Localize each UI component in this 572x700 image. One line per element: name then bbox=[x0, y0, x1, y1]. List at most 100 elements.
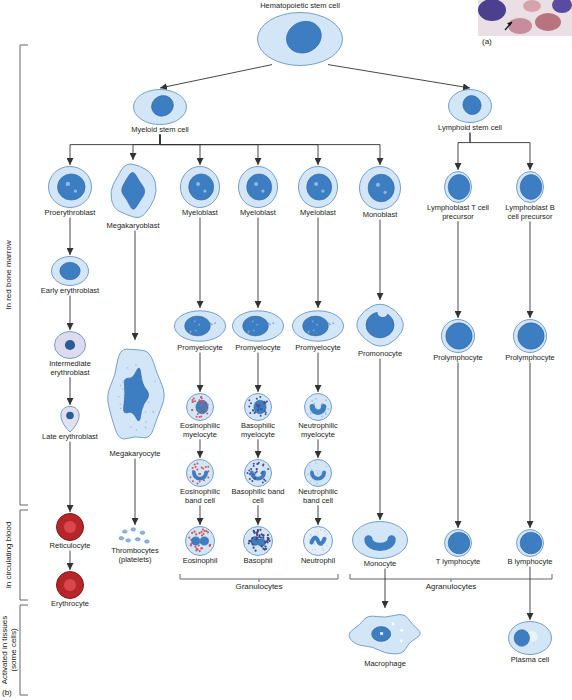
graphic-part bbox=[197, 413, 199, 415]
graphic-part bbox=[514, 320, 547, 353]
cell-drawing bbox=[291, 308, 345, 344]
graphic-part bbox=[258, 536, 260, 538]
graphic-part bbox=[254, 400, 266, 414]
region-label: In circulating blood bbox=[4, 510, 13, 600]
region-brackets bbox=[20, 45, 552, 695]
micrograph-cell bbox=[535, 13, 561, 31]
cell-label: Eosinophilic band cell bbox=[171, 488, 229, 505]
graphic-part bbox=[209, 544, 211, 546]
graphic-part bbox=[267, 468, 269, 470]
graphic-part bbox=[312, 549, 314, 551]
graphic-part bbox=[200, 531, 202, 533]
cell-node: T lymphocyte bbox=[427, 528, 489, 567]
graphic-part bbox=[307, 473, 309, 475]
graphic-part bbox=[256, 398, 258, 400]
graphic-part bbox=[52, 257, 89, 286]
lineage-arrow bbox=[133, 135, 160, 160]
graphic-part bbox=[136, 429, 138, 431]
graphic-part bbox=[148, 92, 177, 120]
graphic-part bbox=[198, 324, 200, 326]
cell-label: Macrophage bbox=[343, 660, 427, 669]
graphic-part bbox=[257, 463, 259, 465]
graphic-part bbox=[111, 164, 156, 217]
graphic-part bbox=[196, 463, 198, 465]
cell-drawing bbox=[55, 512, 85, 542]
graphic-part bbox=[307, 332, 309, 334]
cell-drawing bbox=[102, 340, 168, 450]
graphic-part bbox=[195, 533, 197, 535]
graphic-part bbox=[189, 174, 214, 200]
graphic-part bbox=[122, 388, 124, 390]
graphic-part bbox=[325, 412, 327, 414]
graphic-part bbox=[312, 473, 324, 479]
graphic-part bbox=[66, 182, 70, 186]
graphic-part bbox=[312, 407, 323, 413]
group-label: Agranulocytes bbox=[401, 582, 501, 591]
graphic-part bbox=[520, 175, 542, 200]
graphic-part bbox=[148, 401, 150, 403]
cell-node: Neutrophil bbox=[289, 525, 347, 566]
cell-label: Megakaryoblast bbox=[101, 222, 165, 231]
graphic-part bbox=[198, 473, 200, 475]
graphic-part bbox=[188, 537, 190, 539]
lineage-arrow bbox=[70, 135, 160, 165]
graphic-part bbox=[252, 409, 254, 411]
graphic-part bbox=[190, 476, 192, 478]
graphic-part bbox=[304, 527, 333, 556]
lineage-arrow bbox=[385, 569, 386, 608]
graphic-part bbox=[310, 535, 312, 537]
graphic-part bbox=[200, 416, 202, 418]
cell-label: Early erythroblast bbox=[38, 287, 102, 296]
micrograph-cell bbox=[552, 0, 572, 13]
graphic-part bbox=[299, 167, 338, 208]
graphic-part bbox=[357, 304, 403, 346]
cell-drawing bbox=[173, 308, 227, 344]
cell-label: Promyelocyte bbox=[229, 344, 287, 353]
graphic-part bbox=[192, 401, 194, 403]
graphic-part bbox=[199, 550, 201, 552]
graphic-part bbox=[58, 174, 86, 200]
graphic-part bbox=[332, 322, 334, 324]
cell-drawing bbox=[53, 330, 87, 360]
lineage-arrow bbox=[458, 133, 470, 170]
cell-drawing bbox=[107, 160, 159, 222]
cell-node: Proerythroblast bbox=[38, 165, 102, 218]
graphic-part bbox=[392, 623, 395, 626]
cell-drawing bbox=[515, 170, 545, 204]
cell-node: Monoblast bbox=[351, 165, 409, 220]
graphic-part bbox=[322, 548, 324, 550]
lineage-arrow bbox=[530, 567, 531, 620]
graphic-part bbox=[326, 534, 328, 536]
graphic-part bbox=[122, 172, 145, 209]
graphic-part bbox=[400, 629, 403, 632]
graphic-part bbox=[194, 400, 196, 402]
graphic-part bbox=[248, 540, 250, 542]
region-bracket bbox=[20, 45, 28, 505]
cell-node: Promyelocyte bbox=[229, 308, 287, 353]
graphic-part bbox=[269, 540, 271, 542]
lineage-arrow bbox=[160, 135, 380, 165]
graphic-part bbox=[281, 15, 326, 58]
graphic-part bbox=[192, 401, 194, 403]
lineage-arrow bbox=[160, 65, 272, 88]
cell-label: Reticulocyte bbox=[38, 542, 102, 551]
graphic-part bbox=[64, 521, 76, 533]
micrograph-pointer bbox=[505, 22, 512, 30]
cell-node: Eosinophilic band cell bbox=[171, 458, 229, 505]
graphic-part bbox=[119, 537, 124, 540]
graphic-part bbox=[256, 469, 258, 471]
graphic-part bbox=[326, 466, 328, 468]
group-bracket bbox=[180, 574, 338, 582]
cell-node: Myeloblast bbox=[229, 165, 287, 218]
cell-label: Intermediate erythroblast bbox=[38, 360, 102, 377]
cell-label: Myeloblast bbox=[171, 209, 229, 218]
graphic-part bbox=[353, 522, 408, 559]
graphic-part bbox=[256, 403, 258, 405]
cell-label: Neutrophilic band cell bbox=[289, 488, 347, 505]
graphic-part bbox=[199, 473, 201, 475]
cell-label: Late erythroblast bbox=[38, 433, 102, 442]
graphic-part bbox=[253, 465, 255, 467]
graphic-part bbox=[380, 632, 383, 635]
lineage-arrow bbox=[160, 135, 318, 165]
